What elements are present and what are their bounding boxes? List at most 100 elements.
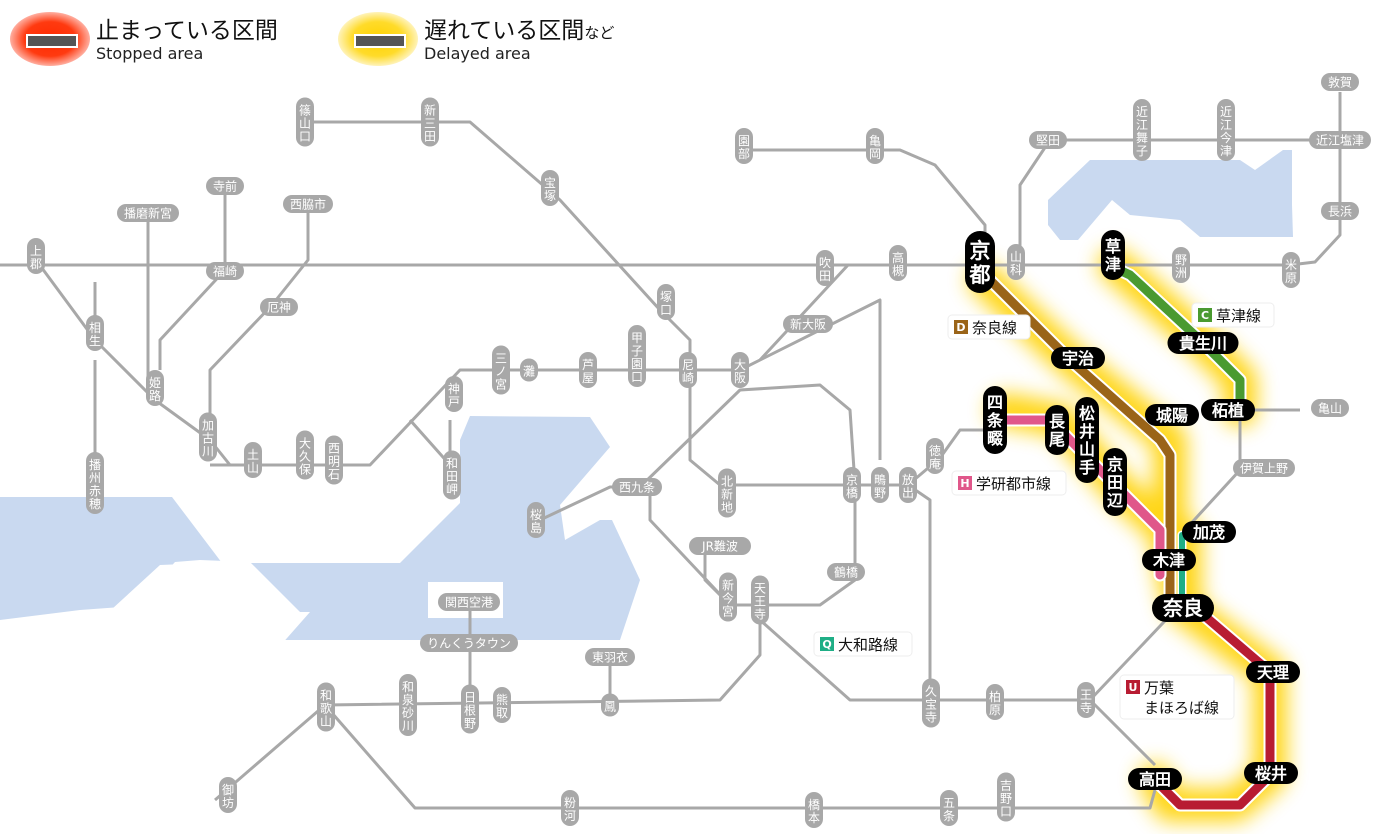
affected-station-tsuge[interactable]: 柘植	[1201, 399, 1255, 421]
station-shinosaka[interactable]: 新大阪	[783, 315, 833, 333]
station-nada[interactable]: 灘	[520, 358, 538, 382]
station-ashiya[interactable]: 芦屋	[579, 352, 597, 388]
station-nagahama[interactable]: 長浜	[1321, 202, 1359, 220]
station-kokawa[interactable]: 粉河	[561, 790, 579, 826]
station-tsuruhashi[interactable]: 鶴橋	[827, 563, 865, 581]
station-sasayamaguchi[interactable]: 篠山口	[296, 97, 314, 147]
affected-station-matsuiyamate[interactable]: 松井山手	[1075, 397, 1099, 483]
affected-station-kizu[interactable]: 木津	[1142, 549, 1196, 571]
station-dozan[interactable]: 土山	[244, 442, 262, 478]
station-okubo[interactable]: 大久保	[296, 430, 314, 480]
station-label: 相生	[89, 321, 101, 348]
station-tokuan[interactable]: 徳庵	[926, 438, 944, 474]
station-nishikujo[interactable]: 西九条	[612, 478, 662, 496]
station-rinkutown[interactable]: りんくうタウン	[420, 634, 518, 652]
label-box	[1191, 302, 1275, 328]
station-sonobe[interactable]: 園部	[735, 128, 753, 164]
affected-station-kyoto[interactable]: 京都	[965, 231, 995, 293]
station-kitashinchi[interactable]: 北新地	[718, 468, 736, 518]
station-kumatori[interactable]: 熊取	[493, 687, 511, 723]
station-omiimazu[interactable]: 近江今津	[1217, 99, 1235, 161]
affected-station-uji[interactable]: 宇治	[1051, 347, 1105, 369]
station-wakayama[interactable]: 和歌山	[317, 682, 335, 732]
station-kyobashi[interactable]: 京橋	[843, 467, 861, 503]
line-badge-letter: U	[1129, 681, 1138, 694]
station-hashimoto[interactable]: 橋本	[805, 792, 823, 828]
affected-station-kamo[interactable]: 加茂	[1182, 521, 1236, 543]
station-banshuako[interactable]: 播州赤穂	[86, 452, 104, 514]
station-takatsuki[interactable]: 高槻	[889, 245, 907, 281]
station-higashihagoromo[interactable]: 東羽衣	[585, 648, 635, 666]
station-kansaiairport[interactable]: 関西空港	[438, 593, 500, 611]
station-shinimamiya[interactable]: 新今宮	[719, 572, 737, 622]
station-tsukaguchi[interactable]: 塚口	[657, 284, 675, 320]
station-tennoji[interactable]: 天王寺	[751, 575, 769, 625]
station-omishiotsu[interactable]: 近江塩津	[1309, 131, 1371, 149]
station-gobo[interactable]: 御坊	[219, 777, 237, 813]
station-pill	[899, 467, 917, 503]
affected-station-kyotanabe[interactable]: 京田辺	[1103, 448, 1127, 516]
station-kobe[interactable]: 神戸	[445, 376, 463, 412]
affected-station-shijonawate[interactable]: 四条畷	[983, 386, 1007, 454]
station-kameoka[interactable]: 亀岡	[866, 128, 884, 164]
station-kashiwara[interactable]: 柏原	[986, 684, 1004, 720]
station-fukusaki[interactable]: 福崎	[206, 262, 244, 280]
station-otori[interactable]: 鳳	[601, 693, 619, 717]
affected-station-nagao[interactable]: 長尾	[1045, 405, 1069, 455]
station-pill	[244, 442, 262, 478]
station-teramae[interactable]: 寺前	[206, 177, 244, 195]
station-nishiwakishi[interactable]: 西脇市	[283, 195, 333, 213]
station-wadamisaki[interactable]: 和田岬	[443, 450, 461, 500]
station-pill	[493, 687, 511, 723]
affected-station-sakurai[interactable]: 桜井	[1244, 762, 1298, 784]
affected-station-kusatsu[interactable]: 草津	[1101, 230, 1125, 280]
station-kyuhoji[interactable]: 久宝寺	[922, 678, 940, 728]
station-jrnamba[interactable]: JR難波	[689, 537, 751, 555]
station-pill	[1233, 459, 1295, 477]
station-hineno[interactable]: 日根野	[461, 684, 479, 734]
station-harimashingu[interactable]: 播磨新宮	[117, 204, 179, 222]
station-pill	[219, 777, 237, 813]
station-pill	[1045, 405, 1069, 455]
legend-delayed-en: Delayed area	[424, 44, 531, 63]
station-hanaten[interactable]: 放出	[899, 467, 917, 503]
station-kameyama[interactable]: 亀山	[1311, 399, 1349, 417]
affected-station-joyo[interactable]: 城陽	[1145, 404, 1199, 426]
affected-station-takada[interactable]: 高田	[1128, 768, 1182, 790]
affected-station-nara[interactable]: 奈良	[1152, 594, 1214, 622]
station-yamashina[interactable]: 山科	[1007, 244, 1025, 280]
station-himeji[interactable]: 姫路	[146, 370, 164, 406]
affected-station-kibukawa[interactable]: 貴生川	[1167, 332, 1239, 354]
station-oji[interactable]: 王寺	[1077, 682, 1095, 718]
station-kamigori[interactable]: 上郡	[27, 238, 45, 274]
station-maibara[interactable]: 米原	[1282, 252, 1300, 288]
station-takarazuka[interactable]: 宝塚	[541, 170, 559, 206]
station-gojo[interactable]: 五条	[940, 790, 958, 826]
affected-station-tenri[interactable]: 天理	[1246, 661, 1300, 683]
station-koshienguchi[interactable]: 甲子園口	[628, 325, 646, 387]
station-aioi[interactable]: 相生	[86, 315, 104, 351]
station-omimaiko[interactable]: 近江舞子	[1133, 99, 1151, 161]
station-izumisunagawa[interactable]: 和泉砂川	[399, 674, 417, 736]
station-label: 放出	[902, 472, 914, 500]
station-suita[interactable]: 吹田	[816, 250, 834, 286]
station-yakujin[interactable]: 厄神	[260, 298, 298, 316]
station-amagasaki[interactable]: 尼崎	[679, 352, 697, 388]
station-sannomiya[interactable]: 三ノ宮	[492, 345, 510, 395]
station-igaueno[interactable]: 伊賀上野	[1233, 459, 1295, 477]
station-katata[interactable]: 堅田	[1029, 131, 1067, 149]
station-tsuruga[interactable]: 敦賀	[1321, 73, 1359, 91]
station-shigino[interactable]: 鴫野	[871, 467, 889, 503]
station-nishiakashi[interactable]: 西明石	[325, 435, 343, 485]
station-kakogawa[interactable]: 加古川	[199, 412, 217, 462]
station-yoshinoguchi[interactable]: 吉野口	[997, 772, 1015, 822]
station-yasu[interactable]: 野洲	[1172, 247, 1190, 283]
station-sakurajima[interactable]: 桜島	[527, 502, 545, 538]
station-shinsanda[interactable]: 新三田	[421, 97, 439, 147]
station-osaka[interactable]: 大阪	[731, 352, 749, 388]
